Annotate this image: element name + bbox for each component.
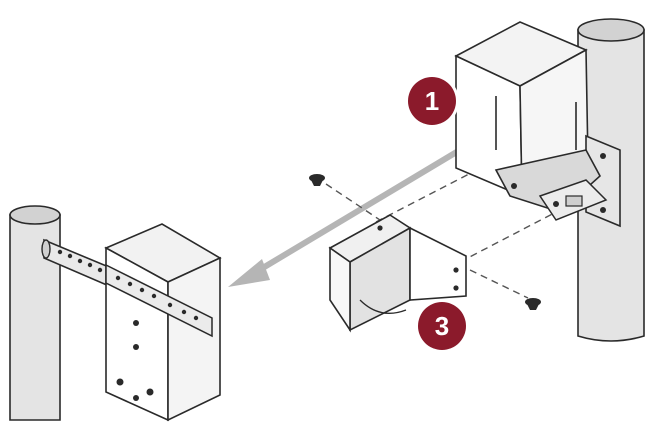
screw-icon (309, 174, 325, 186)
u-bracket (328, 214, 467, 333)
callout-3: 3 (415, 299, 469, 353)
speaker-mounted (454, 21, 589, 198)
strap-front (57, 249, 213, 338)
callout-1: 1 (405, 74, 459, 128)
callout-1-label: 1 (425, 86, 439, 116)
callout-3-label: 3 (435, 311, 449, 341)
pole-bracket (494, 134, 621, 228)
left-pole (9, 205, 61, 421)
screw-icon-lower (525, 298, 541, 310)
